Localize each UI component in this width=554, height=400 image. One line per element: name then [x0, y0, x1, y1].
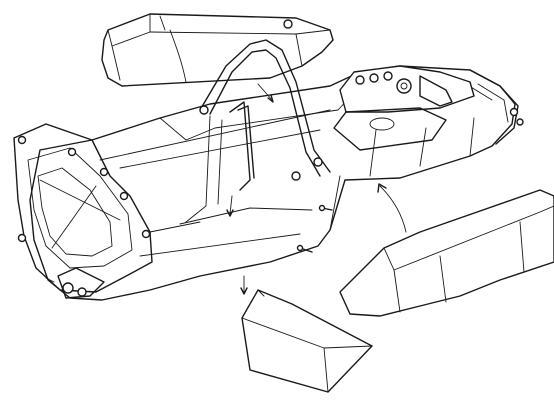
top-cover-panel: [101, 13, 334, 87]
assembly-arrows: [226, 83, 407, 295]
seat-oval: [369, 117, 395, 131]
wedge-block: [241, 289, 373, 393]
gauge-icon: [355, 75, 365, 85]
loose-bolts: [296, 204, 333, 253]
front-bulkhead-frame: [13, 123, 153, 299]
gauge-icon: [396, 78, 412, 94]
side-panel-right: [339, 189, 554, 317]
gauge-icon: [369, 73, 379, 83]
roll-bar: [185, 39, 331, 223]
gauge-icon: [383, 71, 393, 81]
rear-scuttle: [469, 69, 524, 145]
dashboard-panel: [333, 65, 475, 151]
